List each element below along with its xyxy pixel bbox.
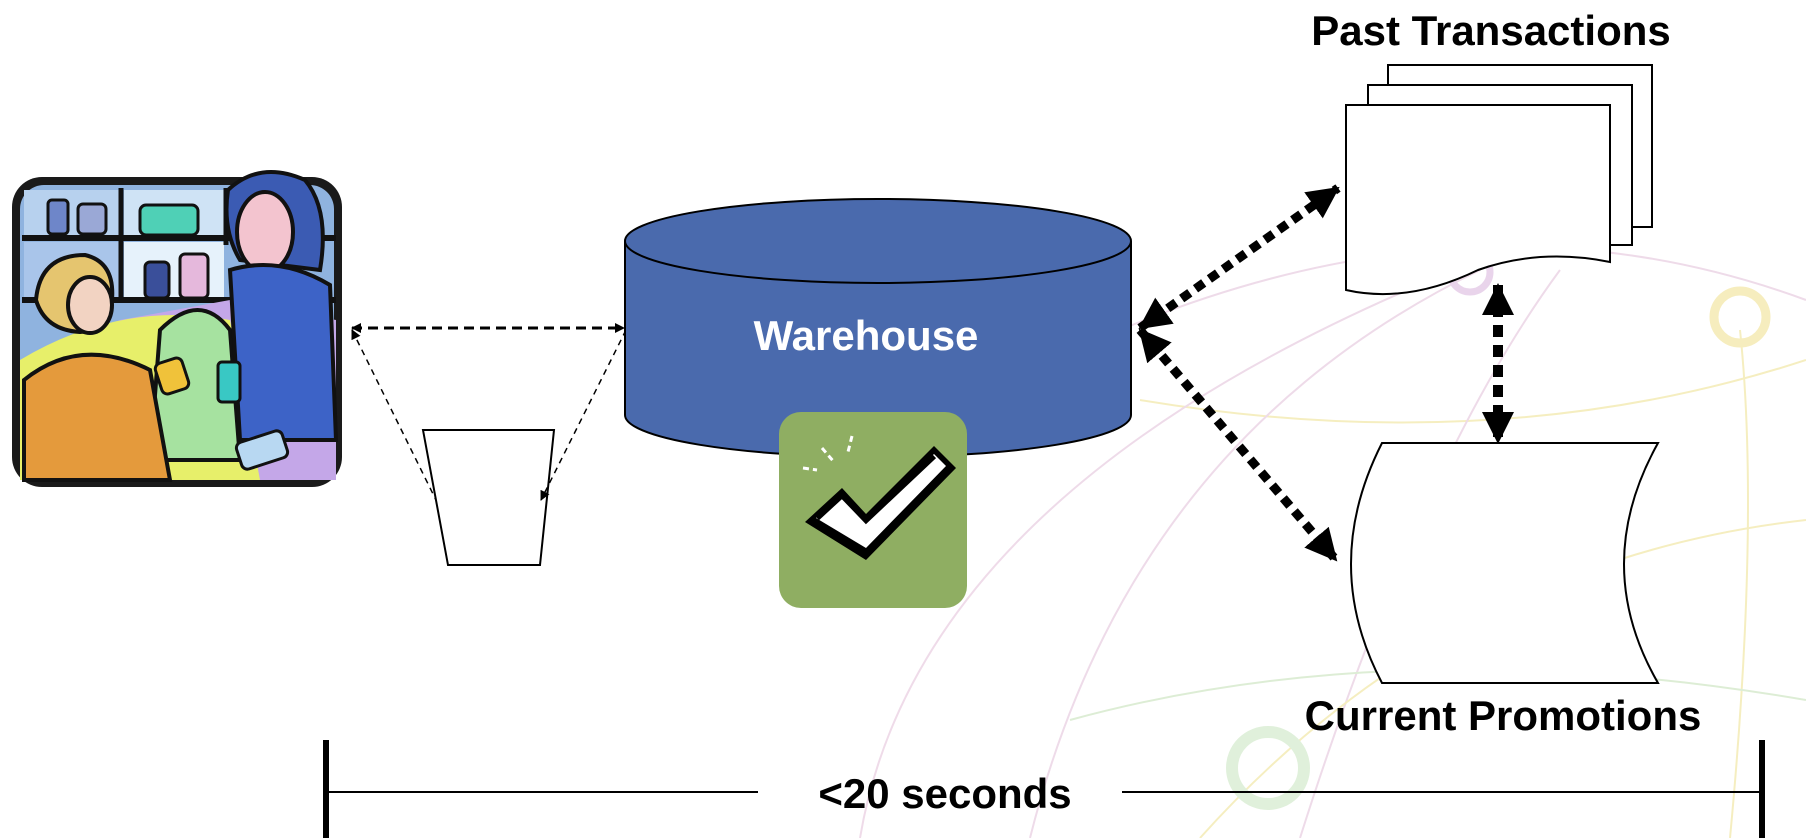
current-promotions-storage: [1350, 442, 1660, 684]
dashed-arrow-warehouse-bag: [540, 329, 627, 501]
warehouse-database: Warehouse: [624, 198, 1132, 458]
past-transactions-documents: [1345, 64, 1653, 295]
timing-label: <20 seconds: [818, 770, 1071, 817]
past-transactions-label: Past Transactions: [1311, 7, 1670, 54]
dashed-line-clipart-bag: [351, 329, 437, 501]
shopper-clipart-icon: [12, 170, 342, 487]
dotted-arrow-warehouse-past-transactions: [1137, 184, 1341, 332]
checkmark-icon: [779, 412, 967, 608]
warehouse-label: Warehouse: [754, 312, 979, 359]
shopping-bag-icon: [421, 429, 556, 566]
current-promotions-label: Current Promotions: [1305, 692, 1702, 739]
timing-bar: [323, 740, 1765, 838]
